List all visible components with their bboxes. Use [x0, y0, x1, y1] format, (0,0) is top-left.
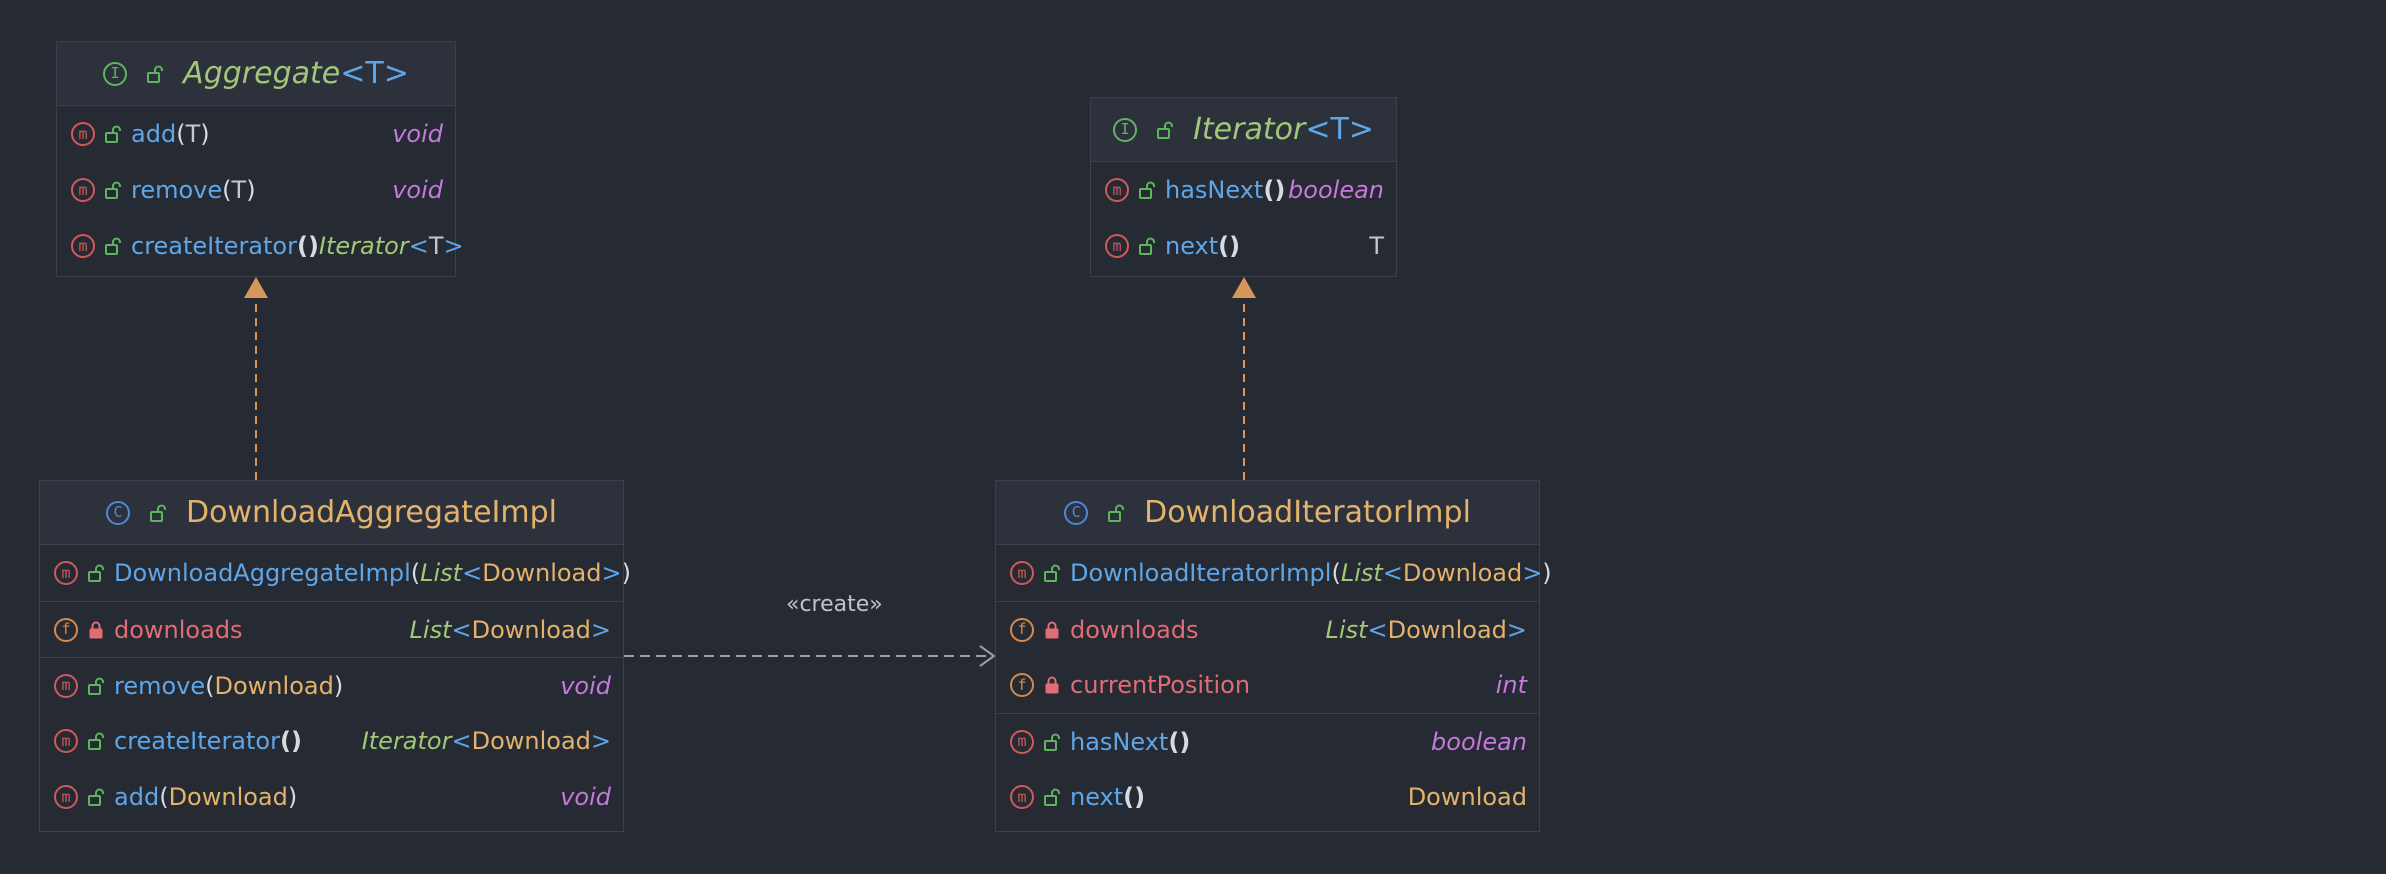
public-lock-icon	[88, 677, 104, 695]
create-label: «create»	[786, 592, 883, 617]
private-lock-icon	[1044, 621, 1060, 639]
method-icon: m	[1010, 729, 1034, 754]
method-icon: m	[54, 729, 78, 753]
constructor-row[interactable]: m DownloadAggregateImpl(List<Download>)	[40, 545, 631, 601]
field-icon: f	[1010, 617, 1034, 642]
public-lock-icon	[147, 65, 164, 83]
method-row-add[interactable]: m add(Download) void	[40, 769, 623, 825]
method-icon: m	[54, 673, 78, 698]
public-lock-icon	[1044, 733, 1060, 751]
class-icon: C	[1064, 500, 1089, 525]
public-lock-icon	[1157, 121, 1174, 139]
download-aggregate-impl-title: DownloadAggregateImpl	[186, 495, 557, 530]
download-iterator-impl-class[interactable]: C DownloadIteratorImpl m DownloadIterato…	[995, 480, 1552, 832]
method-row-createIterator[interactable]: m createIterator() Iterator<Download>	[40, 713, 623, 769]
iterator-interface[interactable]: I Iterator<T> m hasNext() boolean m next…	[1090, 97, 1397, 277]
method-row-next[interactable]: m next() Download	[996, 769, 1539, 825]
field-icon: f	[54, 617, 78, 642]
public-lock-icon	[150, 504, 167, 522]
method-row-add[interactable]: m add(T) void	[57, 106, 455, 162]
download-aggregate-impl-header: C DownloadAggregateImpl	[40, 481, 623, 545]
interface-icon: I	[103, 61, 128, 86]
download-aggregate-impl-class[interactable]: C DownloadAggregateImpl m DownloadAggreg…	[39, 480, 631, 832]
public-lock-icon	[88, 732, 104, 750]
public-lock-icon	[105, 181, 121, 199]
aggregate-interface[interactable]: I Aggregate<T> m add(T) void m remove(T)…	[56, 41, 464, 277]
aggregate-title: Aggregate<T>	[183, 56, 409, 91]
method-row-createIterator[interactable]: m createIterator() Iterator<T>	[57, 218, 464, 274]
public-lock-icon	[105, 237, 121, 255]
field-row-downloads[interactable]: f downloads List<Download>	[40, 601, 623, 657]
realization-arrowhead-iterator	[1232, 277, 1256, 298]
public-lock-icon	[1139, 181, 1155, 199]
public-lock-icon	[1139, 237, 1155, 255]
method-icon: m	[54, 561, 78, 585]
method-icon: m	[71, 178, 95, 202]
constructor-row[interactable]: m DownloadIteratorImpl(List<Download>)	[996, 545, 1552, 601]
interface-icon: I	[1113, 117, 1138, 142]
method-icon: m	[71, 122, 95, 146]
public-lock-icon	[105, 125, 121, 143]
download-iterator-impl-header: C DownloadIteratorImpl	[996, 481, 1539, 545]
iterator-header: I Iterator<T>	[1091, 98, 1396, 162]
method-row-hasNext[interactable]: m hasNext() boolean	[996, 713, 1539, 769]
public-lock-icon	[1044, 788, 1060, 806]
realization-arrowhead-aggregate	[244, 277, 268, 298]
method-icon: m	[1105, 178, 1129, 202]
field-row-currentPosition[interactable]: f currentPosition int	[996, 657, 1539, 713]
method-icon: m	[71, 234, 95, 258]
private-lock-icon	[88, 621, 104, 639]
method-icon: m	[1010, 561, 1034, 585]
download-iterator-impl-title: DownloadIteratorImpl	[1144, 495, 1471, 530]
field-row-downloads[interactable]: f downloads List<Download>	[996, 601, 1539, 657]
method-row-remove[interactable]: m remove(Download) void	[40, 657, 623, 713]
method-icon: m	[1105, 234, 1129, 258]
public-lock-icon	[1044, 564, 1060, 582]
aggregate-header: I Aggregate<T>	[57, 42, 455, 106]
public-lock-icon	[1108, 504, 1125, 522]
method-row-next[interactable]: m next() T	[1091, 218, 1396, 274]
public-lock-icon	[88, 564, 104, 582]
create-dependency-arrowhead	[979, 645, 996, 667]
private-lock-icon	[1044, 676, 1060, 694]
class-icon: C	[106, 500, 131, 525]
method-row-hasNext[interactable]: m hasNext() boolean	[1091, 162, 1396, 218]
field-icon: f	[1010, 673, 1034, 697]
method-row-remove[interactable]: m remove(T) void	[57, 162, 455, 218]
public-lock-icon	[88, 788, 104, 806]
iterator-title: Iterator<T>	[1193, 112, 1374, 147]
method-icon: m	[54, 785, 78, 809]
method-icon: m	[1010, 785, 1034, 809]
